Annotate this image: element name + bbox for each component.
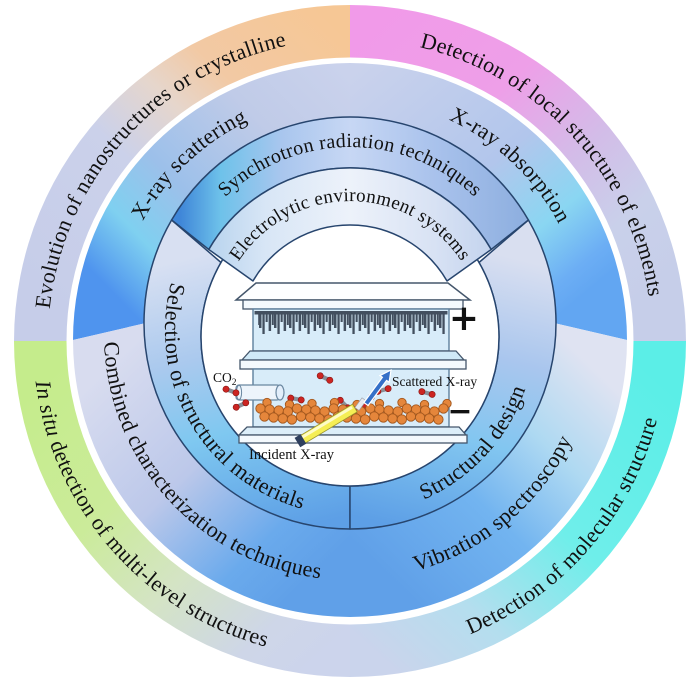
outer-ring-segment-molecular-structure: [350, 341, 686, 677]
anode-plus-sign: +: [449, 298, 479, 339]
middle-ring-segment-xray-scattering: [73, 63, 350, 340]
scattered-xray-arrow: [354, 368, 392, 411]
cell-lid: [233, 282, 473, 310]
catalyst-bed: [255, 397, 452, 425]
middle-ring-segment-xray-absorption: [350, 63, 627, 340]
co2-label: CO2: [213, 370, 237, 388]
cell-bottom-tray: [237, 426, 468, 444]
outer-ring-segment-in-situ: [14, 341, 350, 677]
cathode-minus-sign: −: [447, 394, 472, 429]
middle-ring: [73, 63, 627, 617]
co2-inlet-tube: [235, 384, 285, 401]
comb-electrode: [254, 311, 448, 315]
outer-ring-segment-evolution: [14, 5, 350, 341]
electrolytic-cell: + CO2: [213, 282, 479, 463]
cell-upper-chamber: [252, 308, 450, 352]
incident-xray-label: Incident X-ray: [249, 447, 335, 463]
cell-middle-shelf: [239, 350, 467, 370]
outer-ring-segment-local-structure: [350, 5, 686, 341]
outer-ring: [14, 5, 686, 677]
middle-ring-segment-vibration-spectroscopy: [350, 323, 627, 617]
scattered-xray-label: Scattered X-ray: [392, 374, 477, 389]
middle-ring-segment-combined-characterization: [73, 323, 350, 617]
inner-ring-segment-electrolytic: [208, 167, 492, 282]
incident-xray-beam: [294, 403, 358, 448]
